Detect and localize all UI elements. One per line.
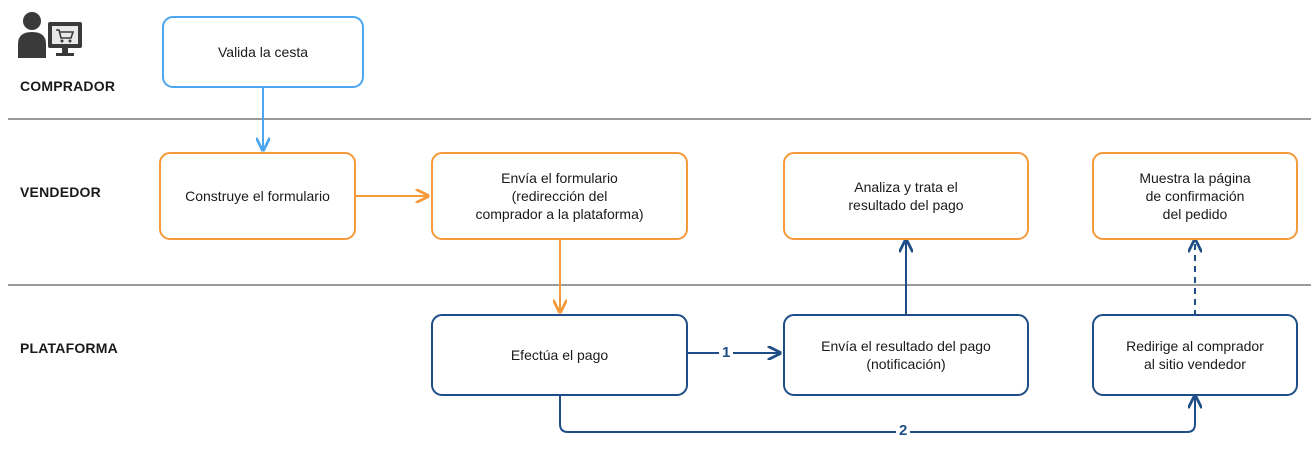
step-number-1: 1 (719, 344, 734, 361)
lane-divider-top (8, 118, 1311, 120)
box-make-payment: Efectúa el pago (431, 314, 688, 396)
box-redirect-buyer: Redirige al comprador al sitio vendedor (1092, 314, 1298, 396)
lane-label-platform: PLATAFORMA (20, 340, 118, 356)
box-send-form: Envía el formulario (redirección del com… (431, 152, 688, 240)
box-confirmation-page: Muestra la página de confirmación del pe… (1092, 152, 1298, 240)
box-validate-cart: Valida la cesta (162, 16, 364, 88)
lane-divider-bottom (8, 284, 1311, 286)
arrow-payment-to-redirect (559, 394, 1195, 433)
box-build-form: Construye el formulario (159, 152, 356, 240)
box-analyze-result: Analiza y trata el resultado del pago (783, 152, 1029, 240)
buyer-computer-icon (18, 12, 82, 58)
box-send-result: Envía el resultado del pago (notificació… (783, 314, 1029, 396)
lane-label-buyer: COMPRADOR (20, 78, 116, 94)
lane-label-seller: VENDEDOR (20, 184, 101, 200)
step-number-2: 2 (896, 422, 911, 439)
